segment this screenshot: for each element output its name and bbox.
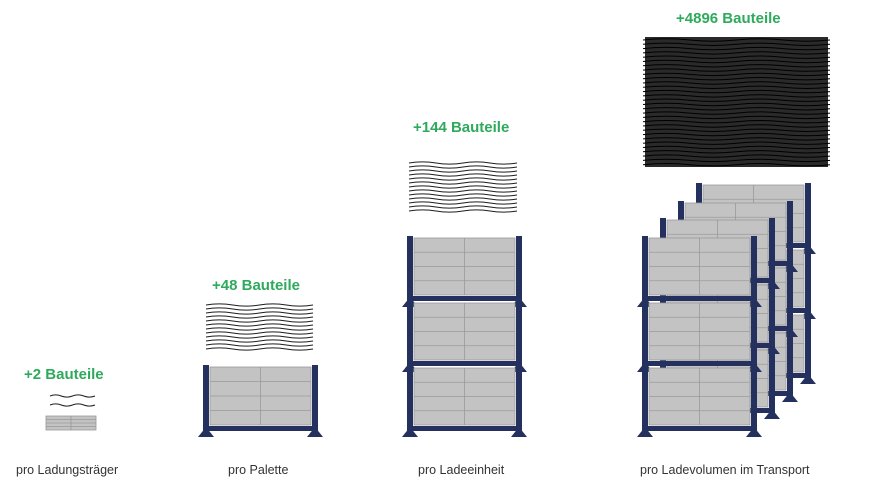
count-label-palette: +48 Bauteile <box>212 277 300 294</box>
transport-stack-3-bottom-foot-right <box>764 409 780 419</box>
transport-stack-4-middle-post-right <box>751 301 757 366</box>
transport-stack-2-top-post-right <box>787 201 793 266</box>
transport-stack-4-bottom-foot-right <box>746 427 762 437</box>
load-unit-rack-bottom-post-left <box>407 366 413 431</box>
pallet-rack-crate <box>209 366 312 426</box>
transport-stack-4-middle-beam <box>642 361 757 366</box>
transport-stack-4-middle-crate <box>648 302 751 361</box>
load-unit-rack-bottom-post-right <box>516 366 522 431</box>
load-unit-rack-top-crate <box>413 237 516 296</box>
transport-stack-3-top-post-right <box>769 218 775 283</box>
transport-stack-4-bottom-crate <box>648 367 751 426</box>
load-unit-rack-bottom-foot-left <box>402 427 418 437</box>
caption-ladeeinheit: pro Ladeeinheit <box>418 463 505 477</box>
load-carrier-tray <box>45 415 97 431</box>
transport-stack-1-middle-post-right <box>805 248 811 313</box>
transport-stack-4-bottom-post-right <box>751 366 757 431</box>
transport-stack-4-top-post-left <box>642 236 648 301</box>
caption-ladungstraeger: pro Ladungsträger <box>16 463 119 477</box>
transport-stack-4-bottom-foot-left <box>637 427 653 437</box>
count-label-ladungstraeger: +2 Bauteile <box>24 366 104 383</box>
load-unit-rack-top-post-left <box>407 236 413 301</box>
transport-stack-2-bottom-foot-right <box>782 392 798 402</box>
stage-palette-illustration <box>198 303 323 437</box>
pallet-rack <box>198 365 323 437</box>
transport-stack-4-bottom-beam <box>642 426 757 431</box>
load-unit-rack-top-beam <box>407 296 522 301</box>
transport-stack-1-top-post-right <box>805 183 811 248</box>
part-stack-48 <box>205 303 314 351</box>
load-unit-rack-bottom-crate <box>413 367 516 426</box>
part-block-4896 <box>642 37 831 167</box>
transport-stack-4-top-beam <box>642 296 757 301</box>
caption-palette: pro Palette <box>228 463 289 477</box>
transport-stack-4-top <box>637 236 762 307</box>
load-unit-rack-top-post-right <box>516 236 522 301</box>
load-unit-rack-bottom-foot-right <box>511 427 527 437</box>
stage-transport-illustration <box>637 37 831 437</box>
transport-stack-2-bottom-post-right <box>787 331 793 396</box>
transport-stack-3-middle-post-right <box>769 283 775 348</box>
part-pair <box>49 394 96 407</box>
transport-stack-1-bottom-foot-right <box>800 374 816 384</box>
load-unit-rack-bottom-beam <box>407 426 522 431</box>
pallet-rack-beam <box>203 426 318 431</box>
load-unit-rack-bottom <box>402 366 527 437</box>
pallet-rack-post-left <box>203 365 209 431</box>
transport-stack-4-bottom-post-left <box>642 366 648 431</box>
transport-stack-4-top-post-right <box>751 236 757 301</box>
load-unit-rack-middle <box>402 301 527 372</box>
transport-stack-1-bottom-post-right <box>805 313 811 378</box>
count-label-ladeeinheit: +144 Bauteile <box>413 119 510 136</box>
transport-stack-4-top-crate <box>648 237 751 296</box>
stage-ladeeinheit-illustration <box>402 161 527 437</box>
load-unit-rack-top <box>402 236 527 307</box>
pallet-rack-post-right <box>312 365 318 431</box>
part-stack-144 <box>408 161 518 213</box>
stage-ladungstraeger-illustration <box>45 394 97 431</box>
load-unit-rack-middle-crate <box>413 302 516 361</box>
transport-stack-4-middle-post-left <box>642 301 648 366</box>
load-unit-rack-middle-post-left <box>407 301 413 366</box>
transport-stack-2-middle-post-right <box>787 266 793 331</box>
transport-stack-4 <box>637 236 762 437</box>
caption-transport: pro Ladevolumen im Transport <box>640 463 810 477</box>
load-unit-rack-middle-beam <box>407 361 522 366</box>
transport-stack-4-bottom <box>637 366 762 437</box>
transport-stack-4-middle <box>637 301 762 372</box>
transport-stack-3-bottom-post-right <box>769 348 775 413</box>
pallet-rack-foot-left <box>198 427 214 437</box>
load-unit-rack-middle-post-right <box>516 301 522 366</box>
pallet-rack-foot-right <box>307 427 323 437</box>
count-label-transport: +4896 Bauteile <box>676 10 781 27</box>
